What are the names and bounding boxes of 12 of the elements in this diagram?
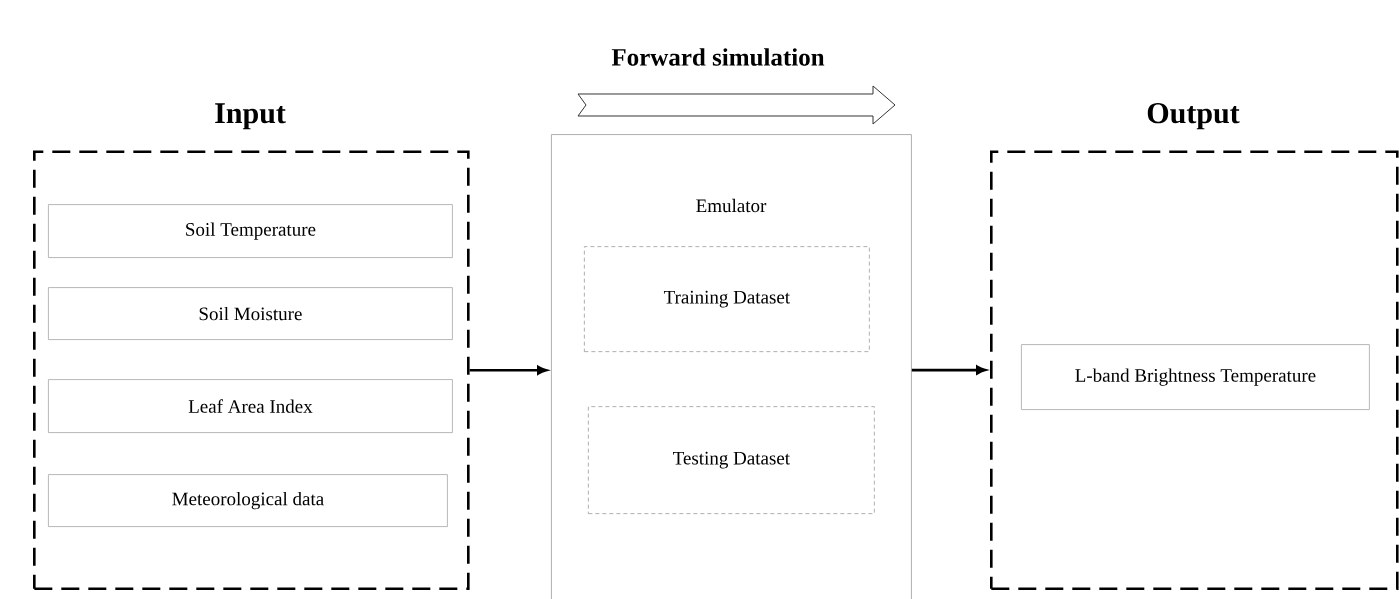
dataset-box: Testing Dataset: [588, 406, 875, 514]
input-box: Meteorological data: [48, 474, 448, 527]
section-title: Forward simulation: [611, 48, 825, 66]
dataset-box: Training Dataset: [584, 246, 870, 352]
arrow: [469, 365, 548, 375]
input-box: Soil Moisture: [48, 287, 453, 340]
input-box: L-band Brightness Temperature: [1021, 344, 1370, 410]
input-box: Soil Temperature: [48, 204, 453, 258]
arrow: [911, 365, 987, 375]
node-label: Output: [1147, 103, 1240, 130]
input-box: Leaf Area Index: [48, 379, 453, 433]
node-label: Input: [215, 103, 286, 130]
